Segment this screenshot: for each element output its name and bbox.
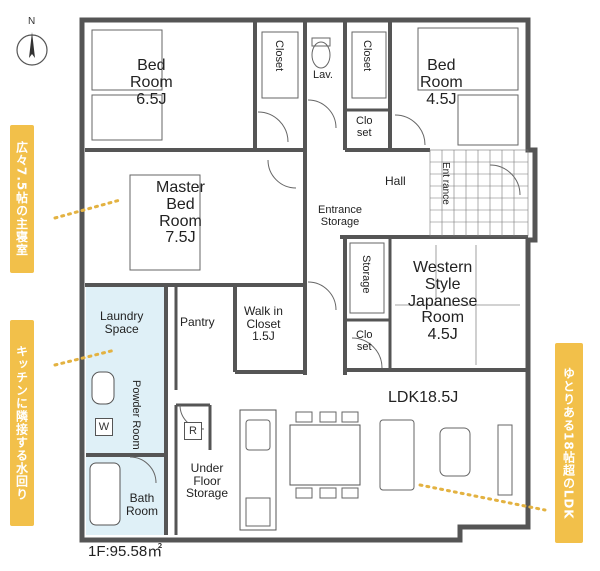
compass-icon (16, 32, 48, 66)
room-entrance-storage: Entrance Storage (318, 204, 363, 228)
room-bath: Bath Room (126, 491, 159, 518)
room-master-name: Master Bed Room (156, 179, 205, 230)
closet-1-box (261, 31, 299, 99)
room-underfloor: Under Floor Storage (186, 461, 229, 501)
room-lav: Lav. (313, 69, 333, 81)
room-bed-1: Bed Room 6.5J (130, 57, 173, 108)
room-ldk: LDK18.5J (388, 389, 459, 406)
room-laundry: Laundry Space (100, 309, 144, 336)
closet-4-label: Clo set (356, 329, 373, 353)
room-hall: Hall (385, 174, 406, 188)
room-walkin: Walk in Closet 1.5J (244, 305, 283, 343)
room-bed-2-size: 4.5J (426, 90, 457, 108)
annotation-master-bedroom: 広々7.5帖の主寝室 (10, 125, 34, 273)
fridge-icon: R (184, 422, 202, 440)
annotation-water-area: キッチンに隣接する水回り (10, 320, 34, 526)
room-walkin-name: Walk in Closet (244, 304, 283, 331)
compass-label: N (28, 16, 36, 27)
storage-label: Storage (360, 255, 372, 294)
room-bed-1-size: 6.5J (136, 90, 167, 108)
annotation-ldk: ゆとりある18帖超のLDK (555, 343, 583, 543)
storage-box (349, 242, 385, 314)
room-western-size: 4.5J (427, 326, 458, 344)
floor-area-label: 1F:95.58㎡ (88, 543, 163, 560)
room-pantry: Pantry (180, 315, 215, 329)
entrance-label: Ent rance (440, 162, 451, 205)
entrance-tiles (429, 149, 529, 237)
tatami (395, 245, 520, 365)
room-western: Western Style Japanese Room 4.5J (408, 259, 478, 344)
room-bed-1-name: Bed Room (130, 57, 173, 91)
room-bed-2: Bed Room 4.5J (420, 57, 463, 108)
room-western-name: Western Style Japanese Room (408, 259, 478, 327)
room-powder: Powder Room (130, 380, 142, 450)
closet-1-label: Closet (273, 40, 285, 72)
outer-wall (79, 17, 538, 543)
closet-2-box (351, 31, 387, 99)
room-walkin-size: 1.5J (252, 329, 275, 344)
room-bed-2-name: Bed Room (420, 57, 463, 91)
room-master-bed: Master Bed Room 7.5J (156, 179, 205, 247)
washer-icon: W (95, 418, 113, 436)
room-master-size: 7.5J (165, 229, 196, 247)
closet-2-label: Closet (361, 40, 373, 72)
closet-3-label: Clo set (356, 115, 373, 139)
